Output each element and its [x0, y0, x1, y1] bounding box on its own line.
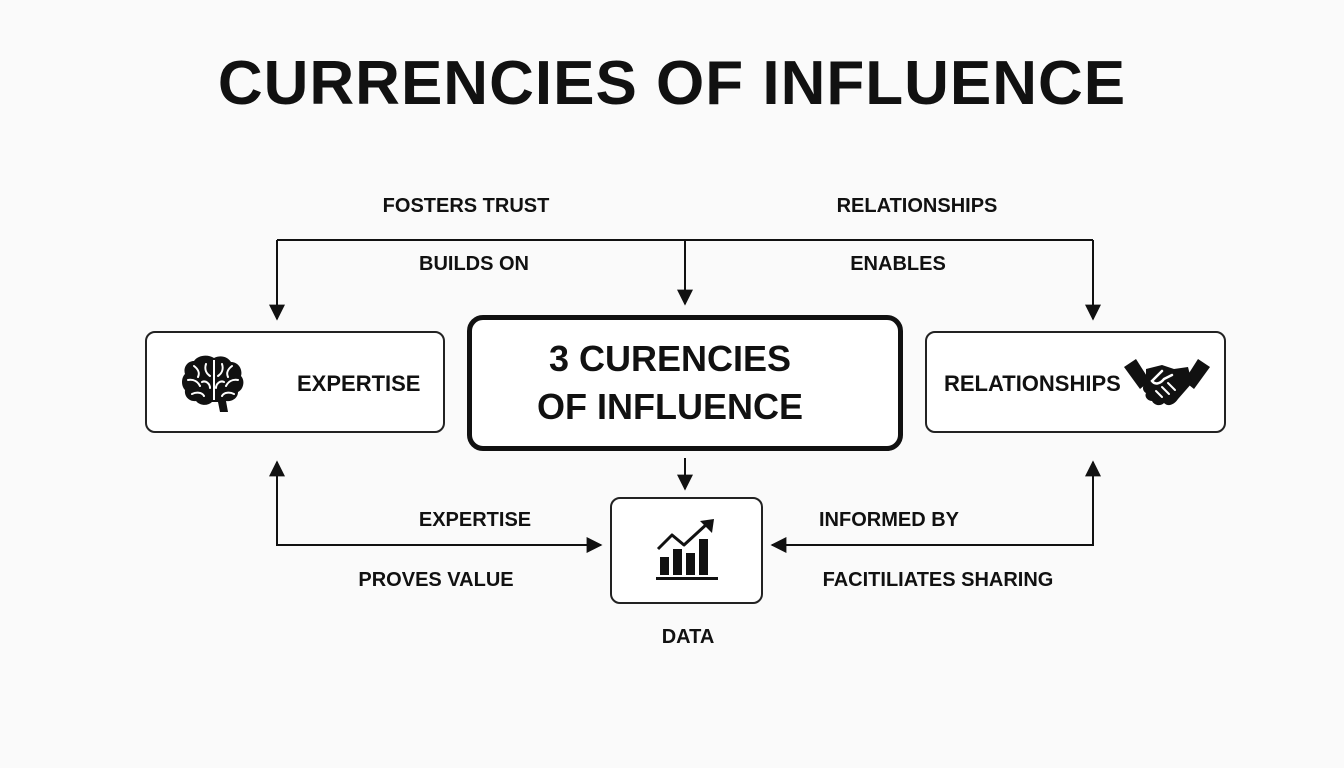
- relationships-label: RELATIONSHIPS: [944, 371, 1121, 396]
- expertise-node: EXPERTISE: [145, 331, 445, 433]
- page-title: CURRENCIES OF INFLUENCE: [217, 49, 1127, 118]
- data-node: [610, 497, 763, 604]
- edge-label-expertise: EXPERTISE: [418, 509, 532, 531]
- bar-chart-trend-icon: [656, 519, 718, 580]
- edge-label-builds-on: BUILDS ON: [419, 253, 529, 275]
- handshake-icon: [1124, 359, 1210, 406]
- data-label: DATA: [661, 626, 715, 648]
- edge-label-relationships: RELATIONSHIPS: [836, 195, 998, 217]
- brain-icon: [182, 355, 244, 412]
- edge-label-facilitates-sharing: FACITILIATES SHARING: [822, 569, 1054, 591]
- center-title-line-1: 3 CURENCIES: [548, 338, 792, 379]
- center-node: 3 CURENCIES OF INFLUENCE: [467, 315, 903, 451]
- edge-label-informed-by: INFORMED BY: [819, 509, 959, 531]
- edge-label-proves-value: PROVES VALUE: [358, 569, 514, 591]
- center-title: 3 CURENCIES OF INFLUENCE: [520, 335, 820, 431]
- expertise-label: EXPERTISE: [297, 371, 421, 396]
- arrow-data-expertise: [269, 460, 603, 553]
- arrow-data-relationships: [770, 460, 1101, 553]
- relationships-node: RELATIONSHIPS: [925, 331, 1226, 433]
- center-title-line-2: OF INFLUENCE: [537, 386, 803, 427]
- edge-label-enables: ENABLES: [850, 253, 946, 275]
- edge-label-fosters-trust: FOSTERS TRUST: [382, 195, 550, 217]
